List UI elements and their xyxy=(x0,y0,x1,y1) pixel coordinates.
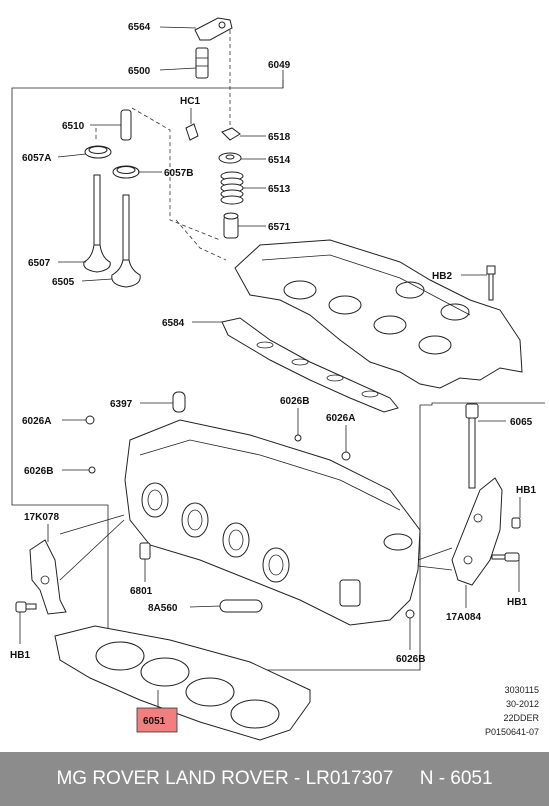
label-6801: 6801 xyxy=(130,586,153,597)
exploded-parts-diagram: 6564 6500 6049 HC1 6510 6518 6057A 6514 … xyxy=(10,17,545,741)
label-17a084: 17A084 xyxy=(446,612,481,623)
footer-part: N - 6051 xyxy=(419,768,493,789)
cylinder-head xyxy=(124,419,421,626)
footer-spacer xyxy=(393,768,419,790)
cam-carrier-gasket xyxy=(221,317,399,413)
dowel-6026a-right xyxy=(341,451,351,461)
hb1-right-bottom-bolt xyxy=(491,552,520,562)
label-6584: 6584 xyxy=(162,318,185,329)
lash-adjuster xyxy=(195,47,209,79)
spring-retainer xyxy=(218,152,242,164)
dowel-6026b-top xyxy=(294,434,302,442)
label-6505: 6505 xyxy=(52,277,75,288)
label-6518: 6518 xyxy=(268,132,291,143)
valve-seal-a xyxy=(84,145,112,159)
valve-stem-seal xyxy=(223,212,239,239)
label-6026b-bottom: 6026B xyxy=(396,654,425,665)
label-6507: 6507 xyxy=(28,258,51,269)
bracket-17a084 xyxy=(451,477,503,586)
label-6514: 6514 xyxy=(268,155,291,166)
meta-line-1: 3030115 xyxy=(504,685,539,695)
bracket-17k078 xyxy=(29,539,67,615)
label-6513: 6513 xyxy=(268,184,291,195)
hb2-bolt xyxy=(486,265,496,301)
label-6026a-right: 6026A xyxy=(326,413,355,424)
hb1-right-top-bolt xyxy=(511,517,521,529)
sensor-8a560 xyxy=(219,599,263,613)
meta-line-4: P0150641-07 xyxy=(484,727,539,737)
meta-line-3: 22DDER xyxy=(503,713,539,723)
label-6049: 6049 xyxy=(268,60,291,71)
footer-title: MG ROVER LAND ROVER - LR017307 xyxy=(56,768,394,789)
valve-keepers xyxy=(221,127,241,141)
label-6564: 6564 xyxy=(128,22,151,33)
exhaust-valve xyxy=(83,174,111,273)
valve-spring xyxy=(220,171,244,205)
hc1-clip xyxy=(185,108,199,141)
highlight-box xyxy=(136,707,178,733)
label-hc1: HC1 xyxy=(180,96,200,107)
label-hb1-left: HB1 xyxy=(10,650,30,661)
leader-lines xyxy=(19,26,521,708)
label-6510: 6510 xyxy=(62,121,85,132)
dowel-6026b-left xyxy=(88,466,96,474)
camshaft-carrier xyxy=(234,239,523,389)
rocker-arm xyxy=(194,17,233,41)
label-hb2: HB2 xyxy=(432,271,452,282)
label-6057a: 6057A xyxy=(22,153,51,164)
label-6571: 6571 xyxy=(268,222,291,233)
dowel-6026a-left xyxy=(85,415,95,425)
label-6026b-left: 6026B xyxy=(24,466,53,477)
label-6397: 6397 xyxy=(110,399,133,410)
intake-valve xyxy=(111,194,141,288)
plug-6801 xyxy=(139,542,151,560)
plug-6397 xyxy=(172,391,186,413)
label-6026a-left: 6026A xyxy=(22,416,51,427)
label-hb1-right-bottom: HB1 xyxy=(507,597,527,608)
head-gasket xyxy=(54,625,311,741)
footer-bar: MG ROVER LAND ROVER - LR017307 N - 6051 xyxy=(0,752,549,806)
label-8a560: 8A560 xyxy=(148,603,178,614)
label-17k078: 17K078 xyxy=(24,512,59,523)
label-6500: 6500 xyxy=(128,66,151,77)
valve-guide xyxy=(120,109,132,141)
label-hb1-right-top: HB1 xyxy=(516,485,536,496)
label-6057b: 6057B xyxy=(164,168,193,179)
dowel-6026b-bottom xyxy=(405,609,415,619)
drawing-meta: 3030115 30-2012 22DDER P0150641-07 xyxy=(485,683,539,739)
meta-line-2: 30-2012 xyxy=(505,699,539,709)
hb1-left-bolt xyxy=(15,601,37,613)
label-6065: 6065 xyxy=(510,417,533,428)
label-6026b-top: 6026B xyxy=(280,396,309,407)
label-6051: 6051 xyxy=(143,716,166,727)
head-bolt xyxy=(465,403,479,489)
valve-seal-b xyxy=(112,165,140,179)
